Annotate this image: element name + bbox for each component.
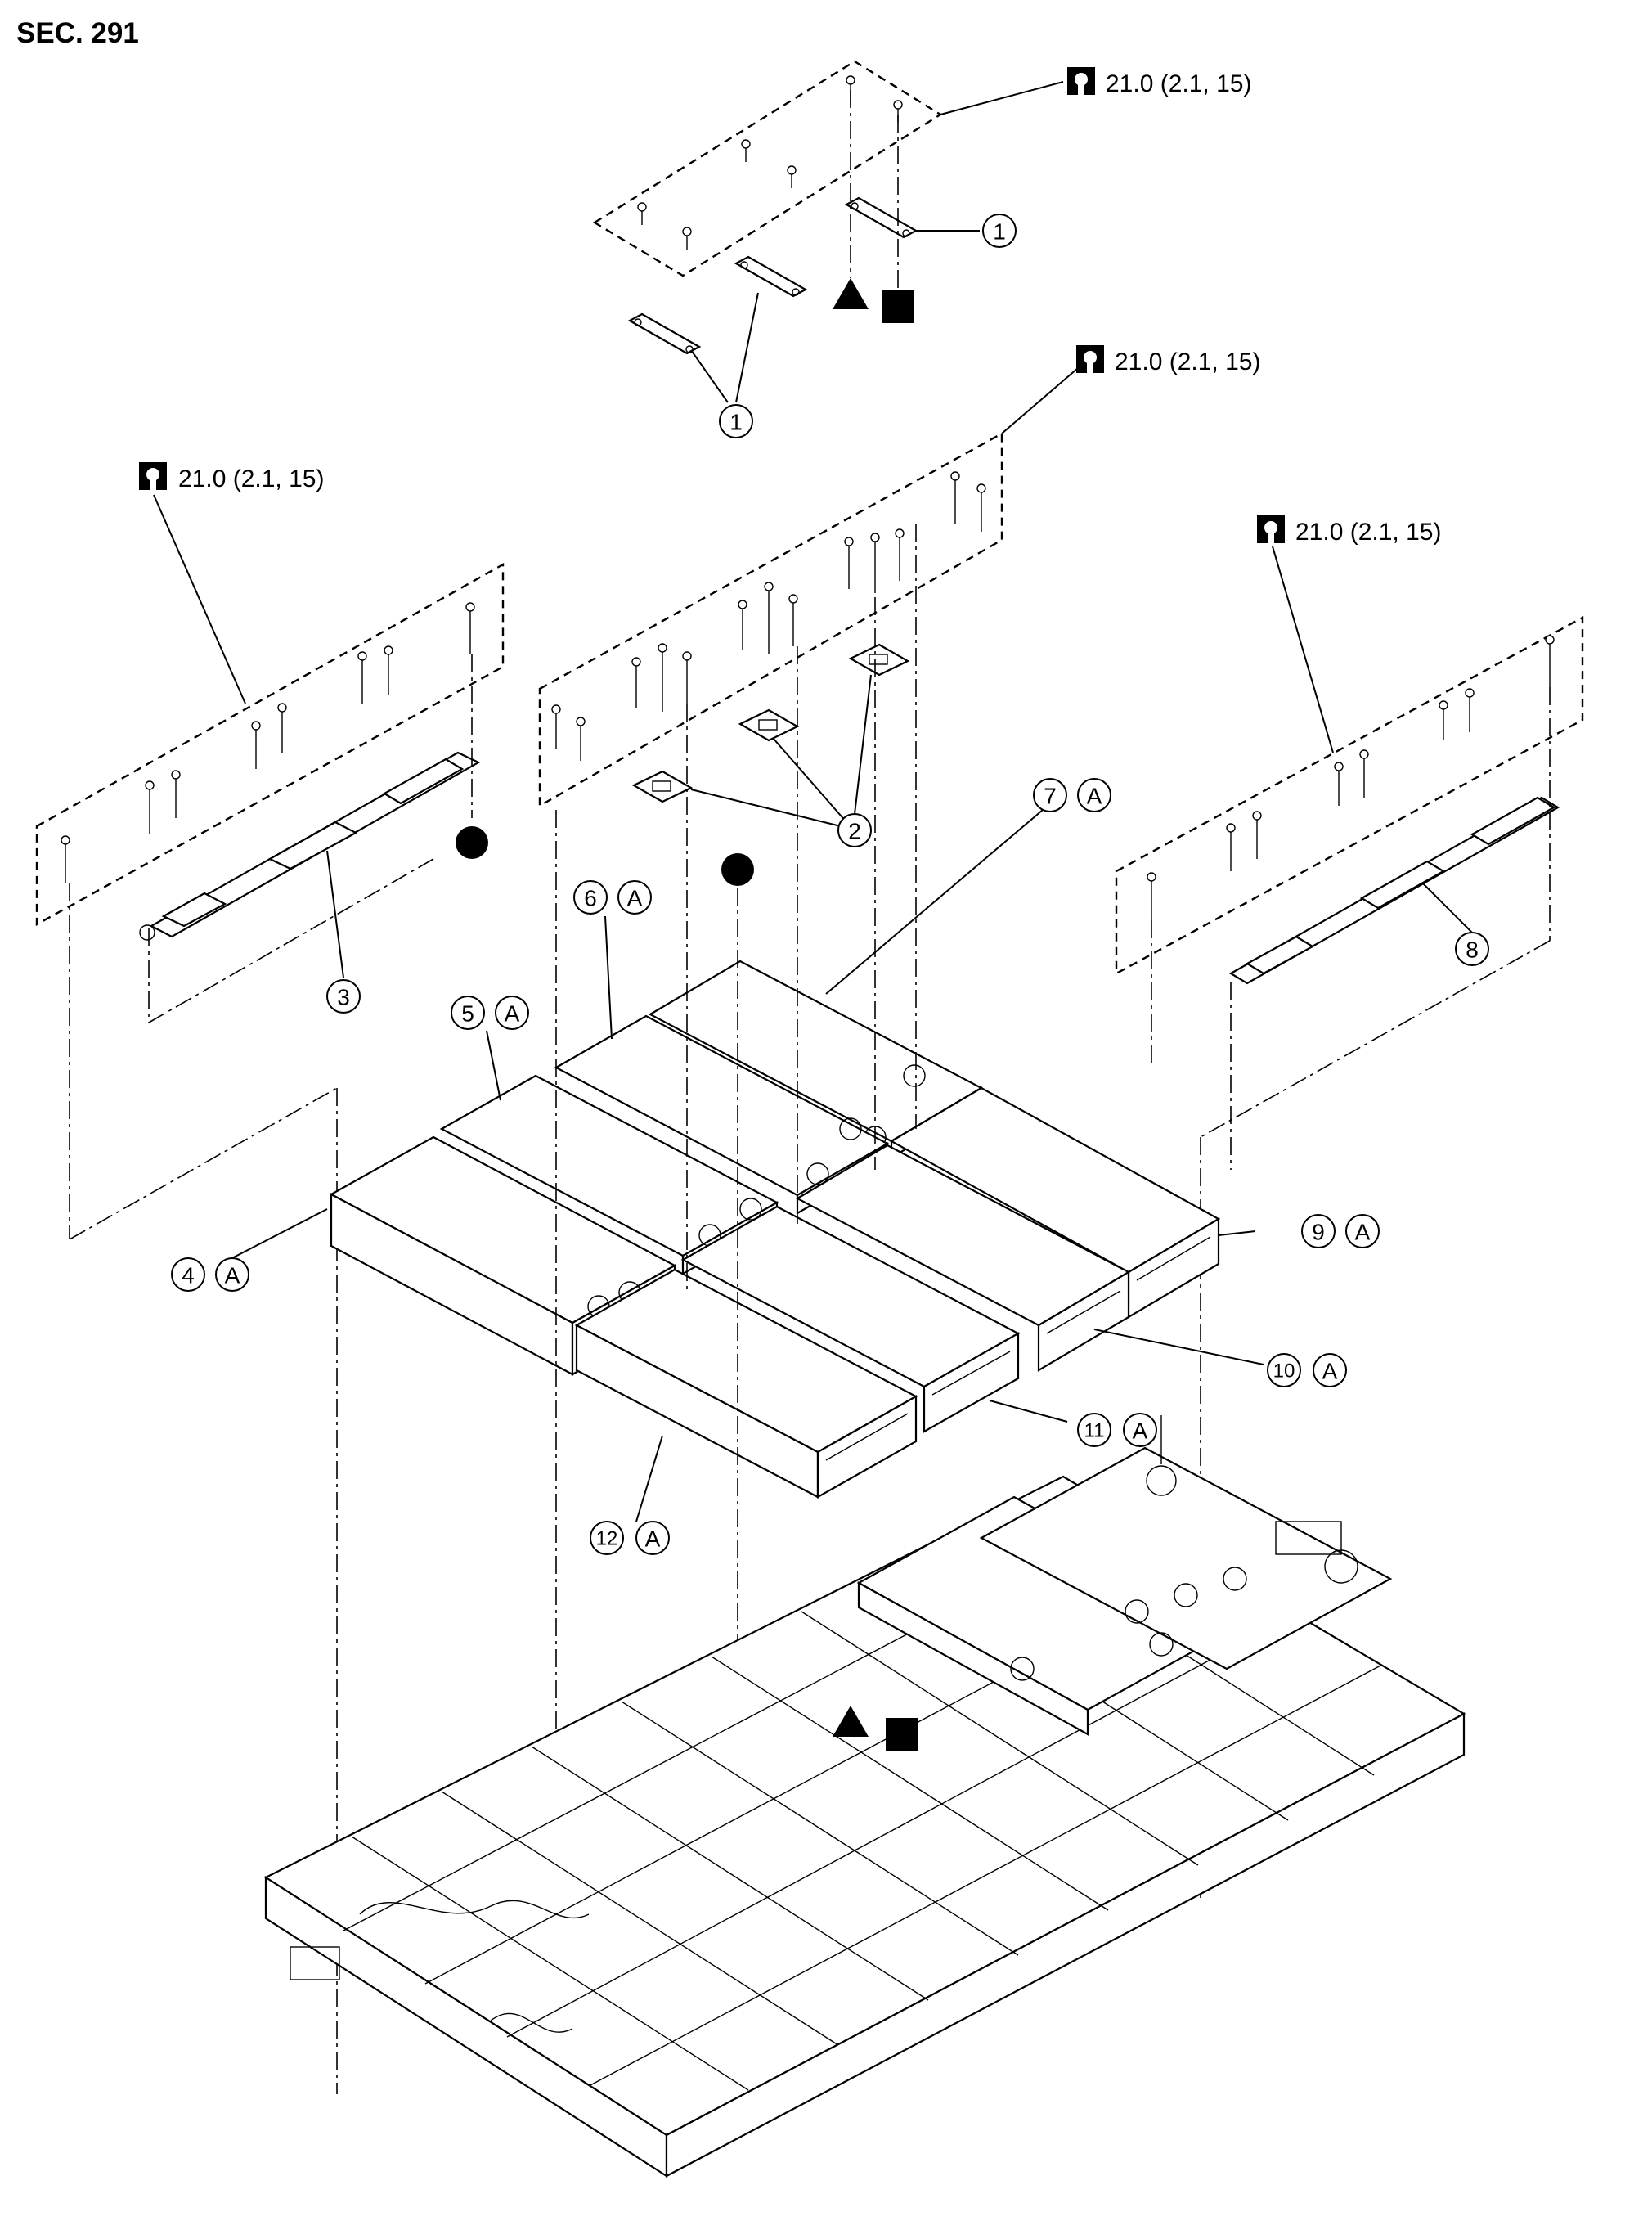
battery-case-lower	[263, 1415, 1466, 2178]
svg-text:1: 1	[993, 219, 1006, 245]
svg-text:A: A	[225, 1263, 240, 1288]
svg-text:A: A	[1133, 1418, 1148, 1444]
svg-text:2: 2	[848, 819, 861, 844]
svg-text:A: A	[1355, 1220, 1371, 1245]
battery-modules	[329, 524, 1221, 2094]
torque-spec-right: 21.0 (2.1, 15)	[1257, 515, 1441, 546]
triangle-marker-icon	[833, 278, 869, 309]
battery-module-12	[574, 1268, 918, 1499]
section-title: SEC. 291	[16, 17, 139, 49]
callout-2: 2	[837, 813, 872, 847]
bus-bar-group-right	[1115, 615, 1584, 1898]
svg-text:A: A	[1087, 784, 1102, 809]
bus-bar	[627, 312, 702, 355]
bus-bar-group-top	[592, 60, 980, 403]
callout-7: 7 A	[1033, 778, 1111, 812]
svg-text:12: 12	[596, 1528, 618, 1550]
svg-text:3: 3	[337, 985, 350, 1010]
torque-spec-top: 21.0 (2.1, 15)	[1067, 67, 1251, 97]
bracket	[631, 770, 694, 803]
callout-4: 4 A	[171, 1257, 249, 1292]
square-marker-icon	[882, 290, 914, 323]
callout-1b: 1	[719, 404, 753, 438]
svg-text:8: 8	[1466, 937, 1479, 963]
torque-spec-middle: 21.0 (2.1, 15)	[1076, 345, 1260, 375]
bus-bar-assembly	[1228, 796, 1560, 985]
callout-3: 3	[326, 979, 361, 1014]
circle-marker-icon	[456, 826, 488, 859]
svg-text:A: A	[1322, 1359, 1338, 1384]
torque-wrench-icon	[1257, 515, 1285, 543]
callout-1a: 1	[982, 214, 1017, 248]
circle-marker-icon	[721, 853, 754, 886]
svg-text:5: 5	[461, 1001, 474, 1027]
torque-wrench-icon	[1067, 67, 1095, 95]
bus-bar	[844, 196, 918, 239]
callout-9: 9 A	[1301, 1214, 1380, 1248]
callout-11: 11 A	[1077, 1413, 1157, 1447]
svg-text:1: 1	[729, 410, 743, 435]
torque-spec-left: 21.0 (2.1, 15)	[139, 462, 324, 492]
bus-bar-assembly	[139, 751, 481, 941]
svg-text:A: A	[645, 1526, 661, 1552]
callout-10: 10 A	[1267, 1353, 1347, 1387]
torque-value: 21.0 (2.1, 15)	[1295, 519, 1441, 546]
svg-text:11: 11	[1084, 1420, 1105, 1442]
svg-text:6: 6	[584, 886, 597, 911]
bus-bar-group-left	[35, 562, 505, 2094]
square-marker-icon	[886, 1718, 918, 1751]
torque-wrench-icon	[1076, 345, 1104, 373]
battery-module-10	[795, 1144, 1131, 1372]
svg-text:9: 9	[1312, 1220, 1325, 1245]
bracket	[738, 708, 800, 742]
torque-wrench-icon	[139, 462, 167, 490]
callout-12: 12 A	[590, 1521, 670, 1555]
bracket	[848, 643, 910, 677]
callout-8: 8	[1455, 932, 1489, 966]
callout-5: 5 A	[451, 996, 529, 1030]
bracket-group-middle	[538, 431, 1003, 886]
torque-value: 21.0 (2.1, 15)	[1115, 348, 1260, 375]
svg-text:A: A	[627, 886, 643, 911]
callout-6: 6 A	[573, 880, 652, 915]
torque-value: 21.0 (2.1, 15)	[178, 465, 324, 492]
svg-text:4: 4	[182, 1263, 195, 1288]
triangle-marker-icon	[833, 1706, 869, 1737]
torque-value: 21.0 (2.1, 15)	[1106, 70, 1251, 97]
battery-module-11	[680, 1205, 1021, 1433]
svg-text:A: A	[505, 1001, 520, 1027]
svg-text:7: 7	[1044, 784, 1057, 809]
bus-bar	[734, 255, 808, 298]
svg-text:10: 10	[1273, 1360, 1295, 1383]
